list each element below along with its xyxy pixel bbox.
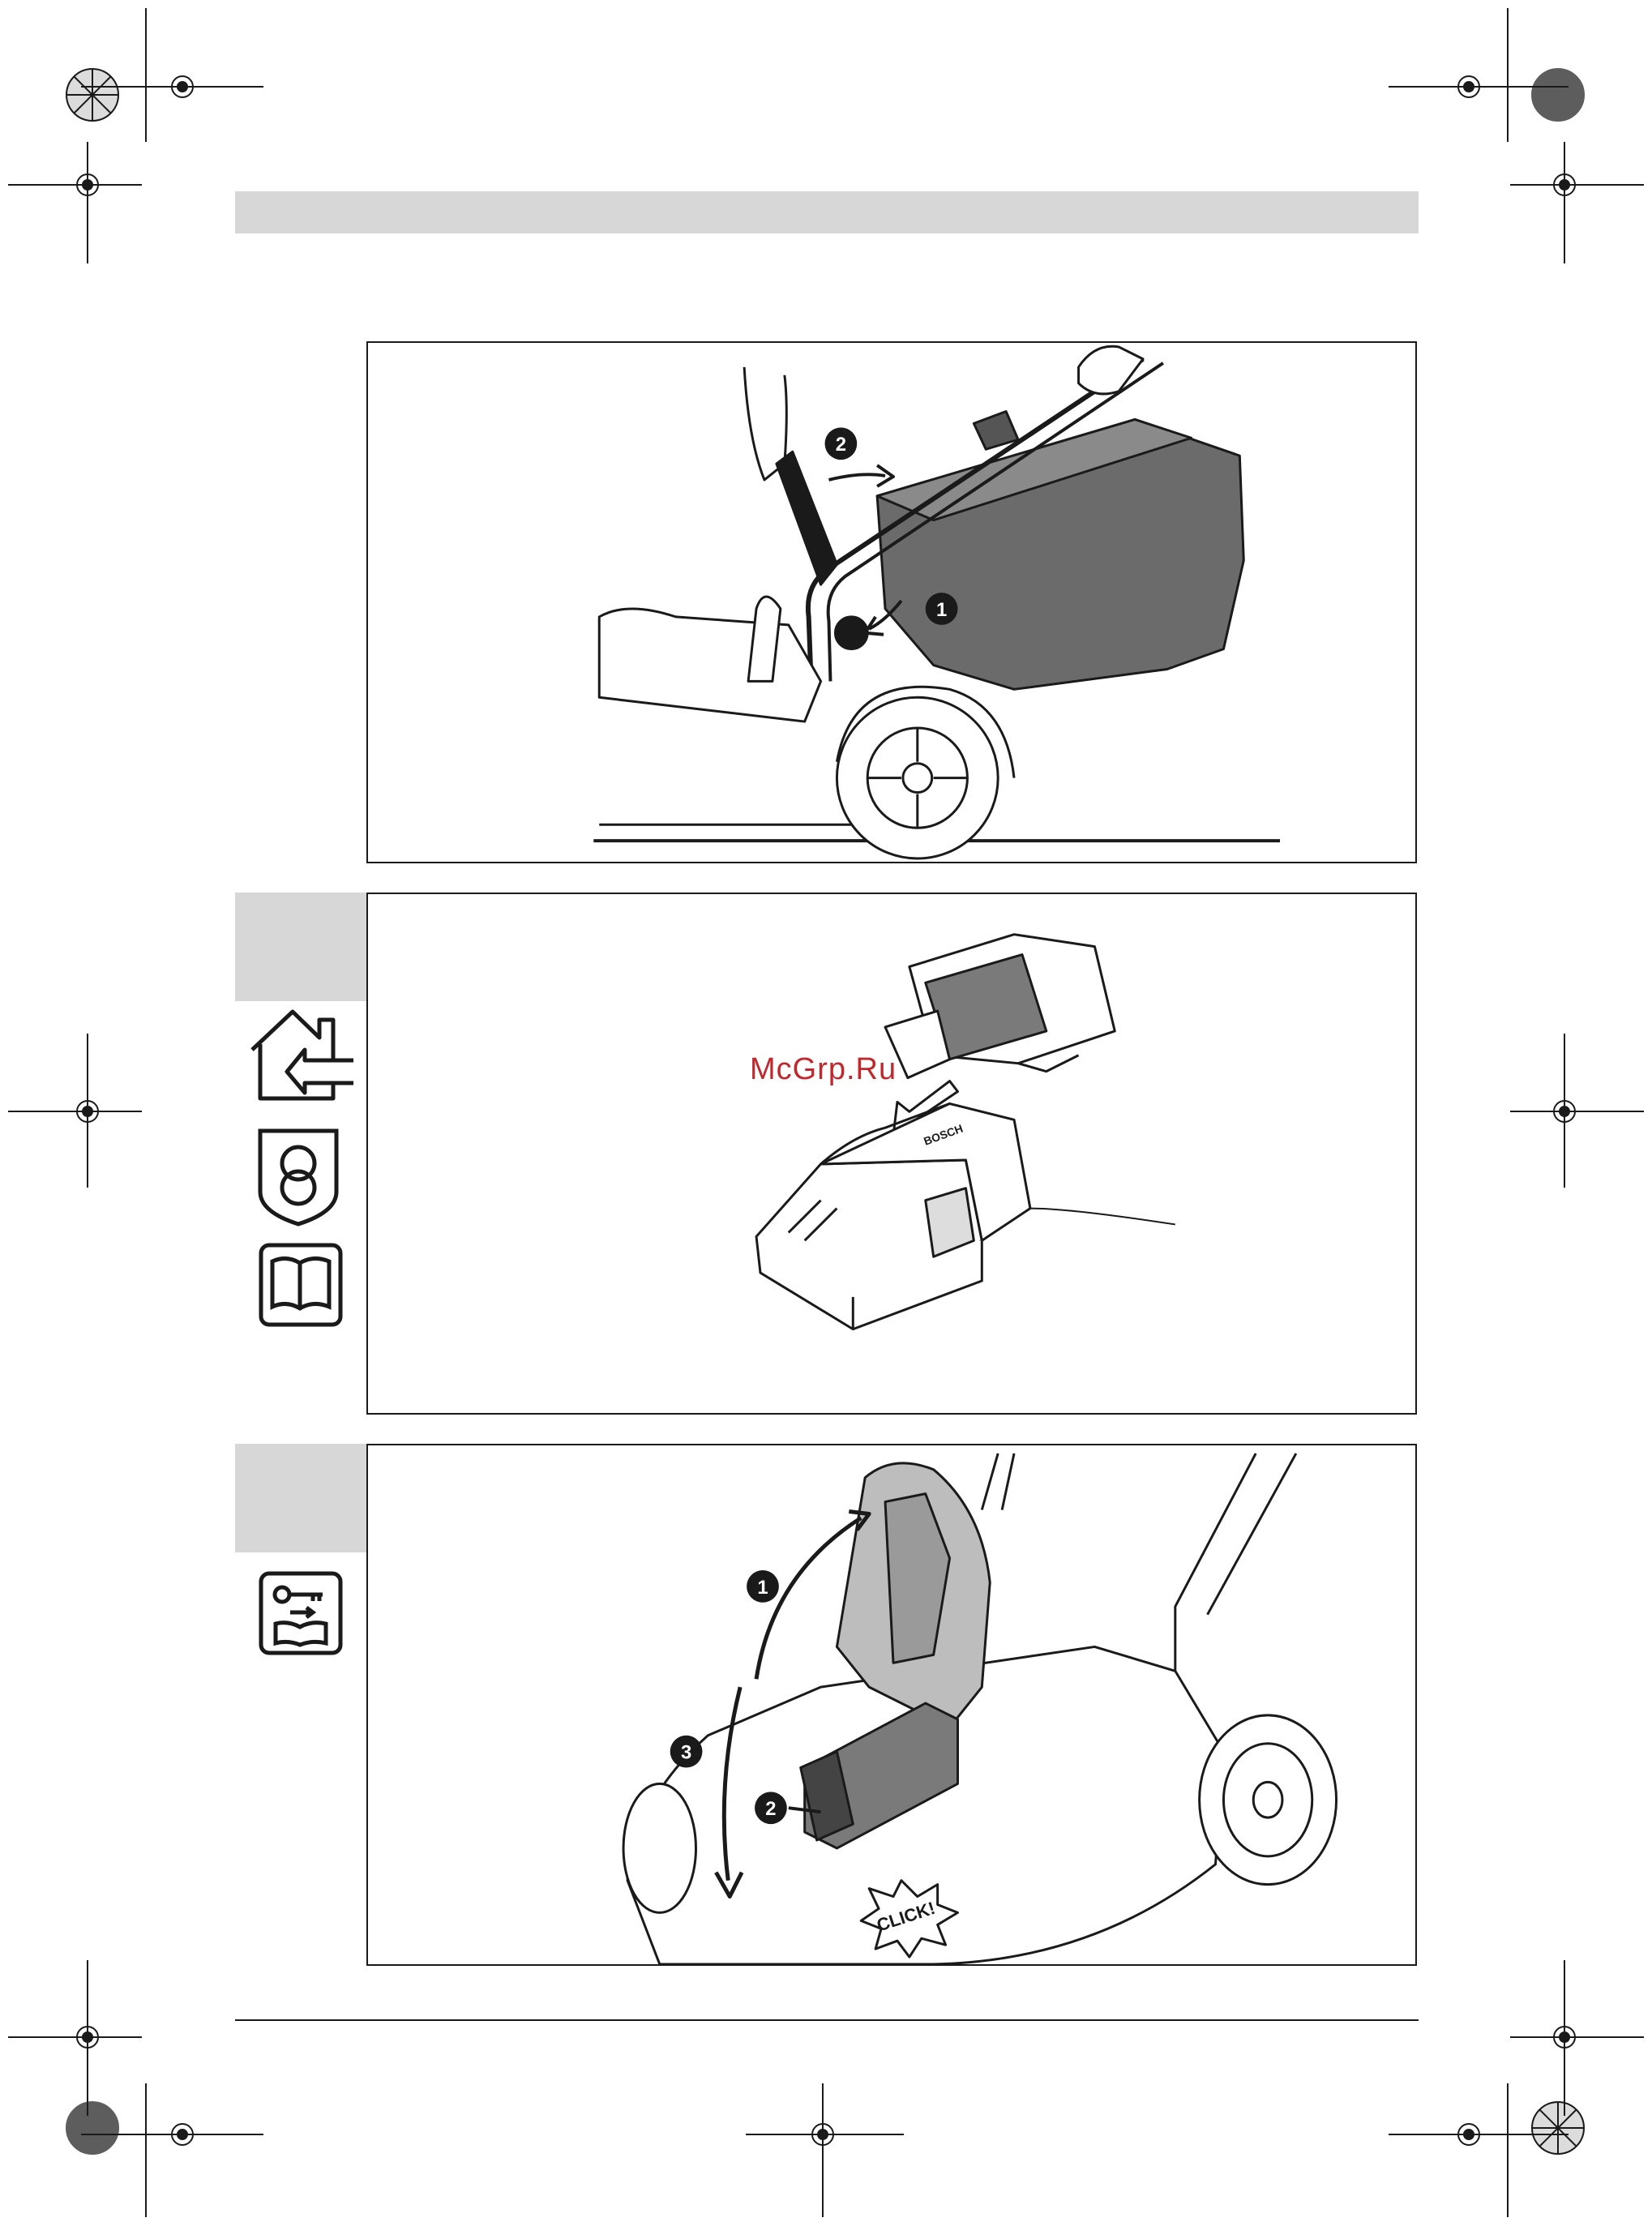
step-mark-1: 1 [936,599,947,621]
header-band [235,191,1419,233]
charger-illustration: BOSCH [368,894,1415,1413]
figure-grass-box: 2 1 [366,341,1417,863]
grass-box-illustration: 2 1 [368,343,1415,862]
key-manual-icon [258,1570,344,1656]
manual-book-icon [258,1242,344,1328]
shield-transformer-icon [256,1127,340,1228]
figure-battery-insert: 1 3 2 CLICK! [366,1444,1417,1966]
step-mark-2: 2 [765,1798,776,1820]
battery-insert-illustration: 1 3 2 CLICK! [368,1445,1415,1964]
step-mark-3: 3 [681,1742,691,1764]
section-tab-battery [235,1444,366,1552]
house-arrow-icon [248,1005,358,1102]
figure-charger: BOSCH [366,893,1417,1415]
step-mark-1: 1 [757,1577,768,1599]
section-tab-charging [235,893,366,1001]
watermark-text: McGrp.Ru [750,1052,897,1087]
footer-rule [235,2019,1419,2021]
step-mark-2: 2 [836,434,846,456]
